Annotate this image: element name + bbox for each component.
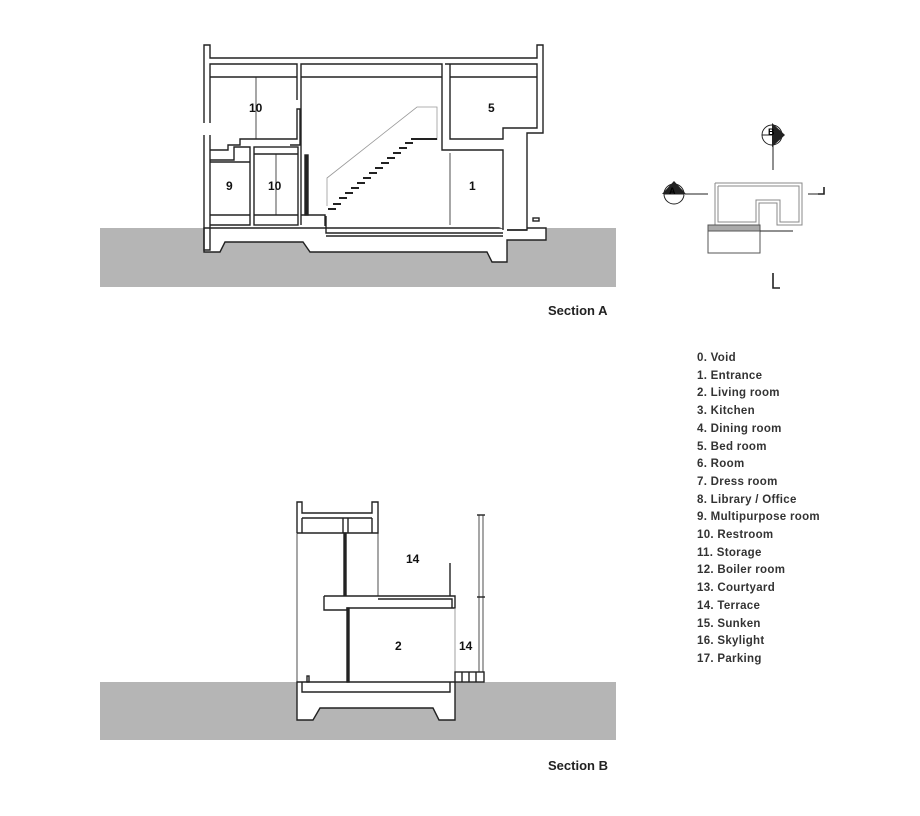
floor-slab (210, 108, 301, 151)
section-b-caption: Section B (548, 758, 608, 773)
legend-item: 12. Boiler room (697, 564, 786, 577)
section-b-drawing (100, 501, 616, 740)
legend-item: 1. Entrance (697, 369, 763, 382)
section-a-caption: Section A (548, 303, 608, 318)
outer-wall (203, 44, 544, 231)
legend-item: 7. Dress room (697, 475, 778, 488)
legend-item: 8. Library / Office (697, 493, 797, 506)
legend-item: 14. Terrace (697, 599, 761, 612)
room-label: 5 (488, 101, 495, 115)
room-label: 1 (469, 179, 476, 193)
room-label: 14 (406, 552, 420, 566)
section-a-marker-label: A (669, 186, 676, 196)
legend-item: 3. Kitchen (697, 405, 755, 418)
legend-item: 9. Multipurpose room (697, 511, 820, 524)
outer-wall (209, 63, 298, 123)
room-legend: 0. Void 1. Entrance 2. Living room 3. Ki… (697, 350, 820, 669)
section-a-drawing (100, 44, 616, 287)
legend-item: 6. Room (697, 458, 745, 471)
wall (203, 135, 211, 251)
legend-item: 5. Bed room (697, 440, 767, 453)
legend-item: 17. Parking (697, 652, 762, 665)
room-label: 10 (268, 179, 282, 193)
room-9 (210, 146, 251, 226)
legend-item: 16. Skylight (697, 635, 765, 648)
room-label: 2 (395, 639, 402, 653)
legend-item: 0. Void (697, 352, 736, 364)
key-plan (662, 123, 825, 289)
legend-item: 13. Courtyard (697, 582, 776, 595)
legend-item: 11. Storage (697, 546, 762, 559)
section-b-marker-label: B (768, 127, 775, 137)
stair (328, 138, 437, 210)
room-label: 10 (249, 101, 263, 115)
room-label: 9 (226, 179, 233, 193)
room-10-lower (253, 146, 299, 226)
room-label: 14 (459, 639, 473, 653)
legend-item: 10. Restroom (697, 529, 774, 542)
legend-item: 4. Dining room (697, 422, 782, 435)
legend-item: 2. Living room (697, 387, 780, 400)
legend-item: 15. Sunken (697, 617, 761, 630)
